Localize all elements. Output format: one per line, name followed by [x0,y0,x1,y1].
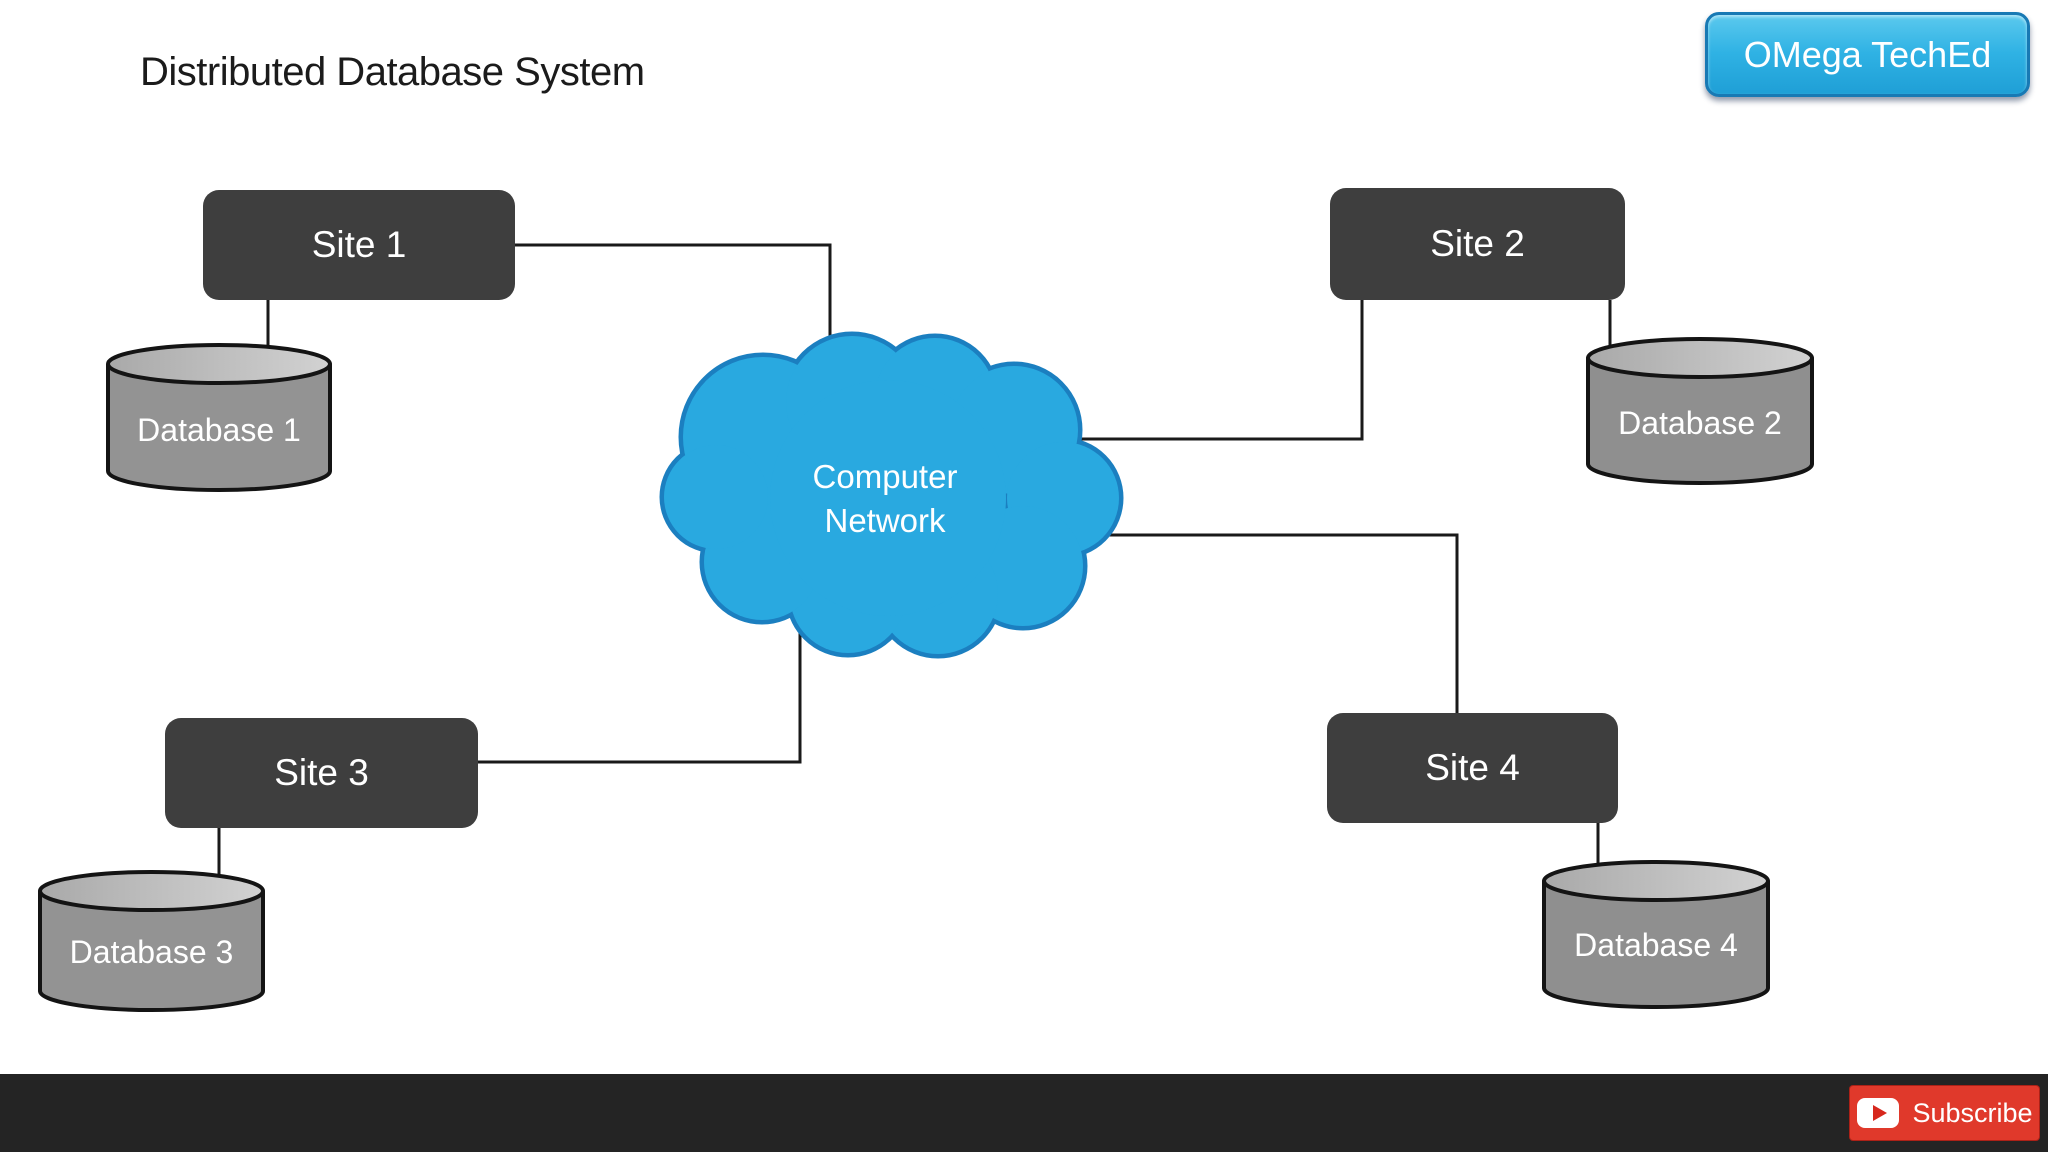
brand-badge-button[interactable]: OMega TechEd [1705,12,2030,97]
site1-node: Site 1 [203,190,515,300]
site2-label: Site 2 [1430,223,1525,264]
database2-cylinder [1586,337,1814,485]
site3-node: Site 3 [165,718,478,828]
connector-site2-cloud [1050,300,1364,441]
site2-node: Site 2 [1330,188,1625,300]
site1-label: Site 1 [311,224,407,265]
subscribe-label: Subscribe [1912,1097,2033,1128]
database4-cylinder [1542,860,1770,1009]
brand-badge-label: OMega TechEd [1743,33,1992,75]
database3-cylinder [38,870,265,1012]
connector-site3-cloud [478,600,802,764]
site4-label: Site 4 [1425,747,1520,788]
page-title: Distributed Database System [140,50,645,94]
subscribe-button[interactable]: Subscribe [1849,1085,2040,1141]
youtube-play-icon [1857,1098,1900,1128]
connector-site4-cloud [1050,533,1459,713]
footer-bar [0,1074,2048,1152]
network-cloud [659,331,1124,659]
database1-cylinder [106,343,332,492]
site4-node: Site 4 [1327,713,1618,823]
site3-label: Site 3 [274,752,369,793]
